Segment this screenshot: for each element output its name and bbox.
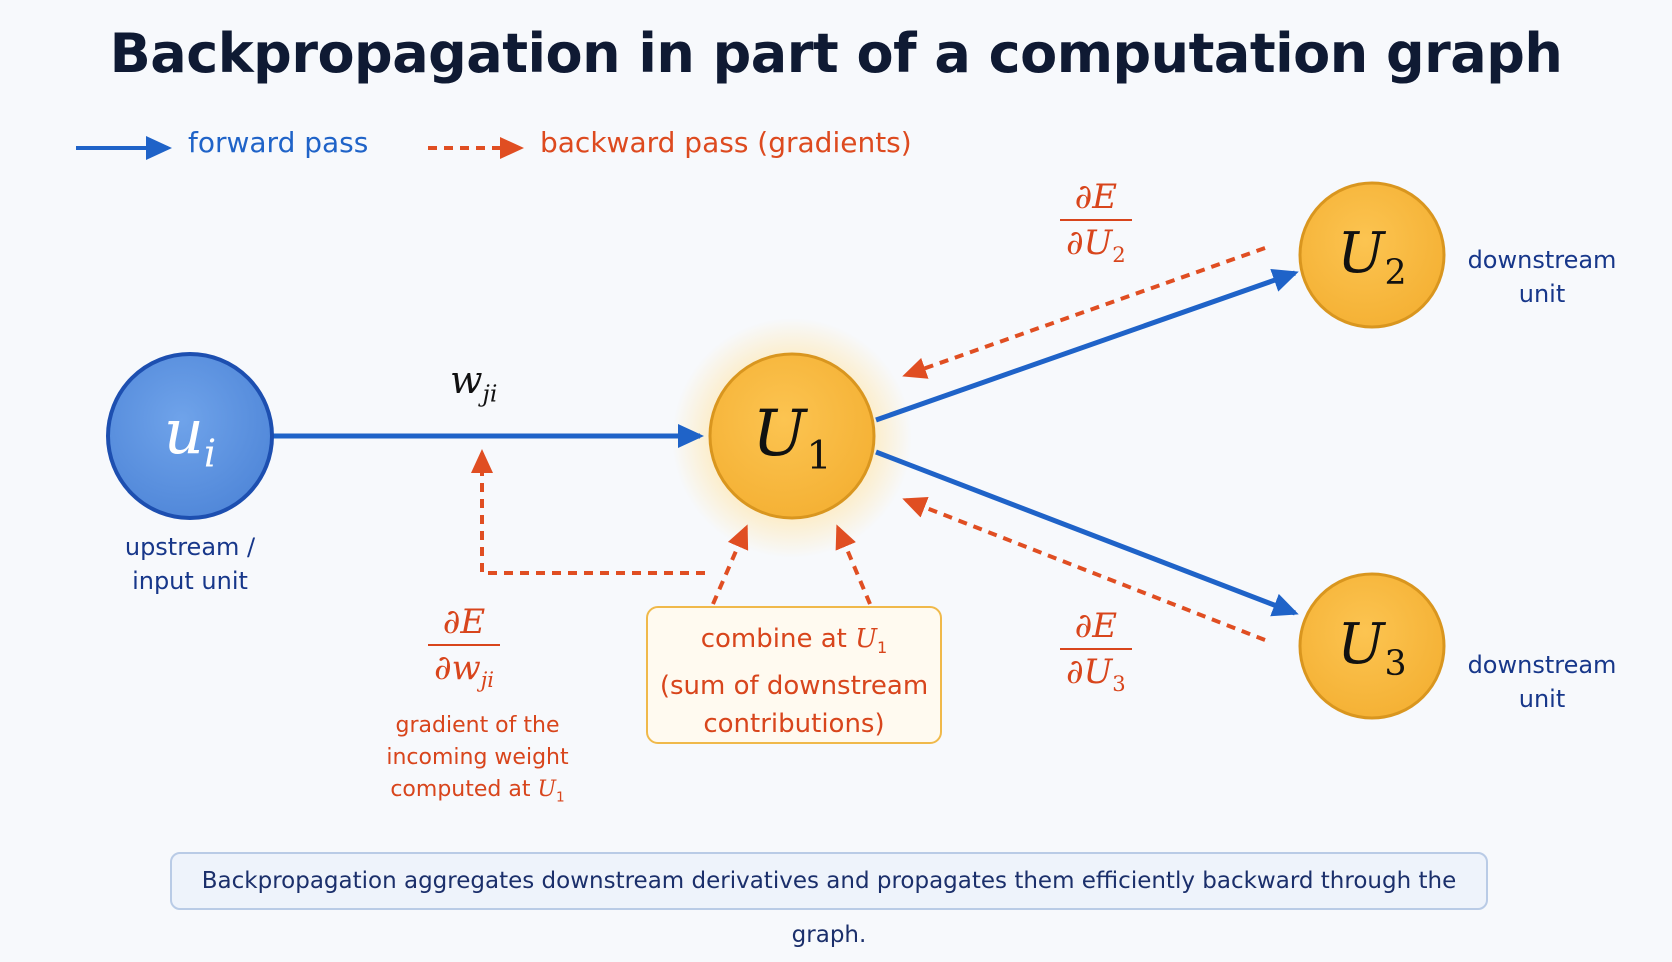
edge-u1-u3 bbox=[875, 449, 1299, 617]
node-ui-symbol: ui bbox=[163, 395, 217, 477]
node-u3-circle bbox=[1298, 572, 1446, 720]
edge-weight-label: wji bbox=[450, 358, 498, 408]
gradient-arrow-from-u3 bbox=[902, 497, 1266, 642]
node-u2-circle bbox=[1298, 181, 1446, 329]
summary-banner: Backpropagation aggregates downstream de… bbox=[170, 852, 1488, 948]
combine-box: combine at U1 (sum of downstream contrib… bbox=[646, 606, 942, 744]
legend-forward-label: forward pass bbox=[188, 126, 369, 159]
diagram-canvas: Backpropagation in part of a computation… bbox=[76, 22, 1617, 948]
page-title: Backpropagation in part of a computation… bbox=[109, 22, 1563, 85]
node-ui-caption: upstream /input unit bbox=[124, 533, 256, 595]
node-u2-symbol: U2 bbox=[1337, 221, 1407, 294]
node-u3-symbol: U3 bbox=[1337, 612, 1407, 685]
combine-arrow-right bbox=[835, 524, 872, 605]
gradient-dE-dU2: ∂E ∂U2 bbox=[1060, 175, 1132, 277]
legend-backward-label: backward pass (gradients) bbox=[540, 126, 912, 159]
gradient-dE-dU3: ∂E ∂U3 bbox=[1060, 604, 1132, 706]
gradient-dE-dwji: ∂E ∂wji bbox=[428, 600, 500, 702]
edge-u1-u2 bbox=[875, 268, 1299, 423]
node-u1-symbol: U1 bbox=[752, 397, 832, 479]
node-ui-circle bbox=[106, 352, 274, 520]
weight-gradient-note: gradient of the incoming weight computed… bbox=[386, 713, 569, 806]
graph-drawing bbox=[76, 136, 1446, 720]
combine-arrow-left bbox=[711, 524, 749, 605]
node-u1-circle bbox=[708, 352, 876, 520]
weight-gradient-arrow bbox=[471, 449, 705, 575]
